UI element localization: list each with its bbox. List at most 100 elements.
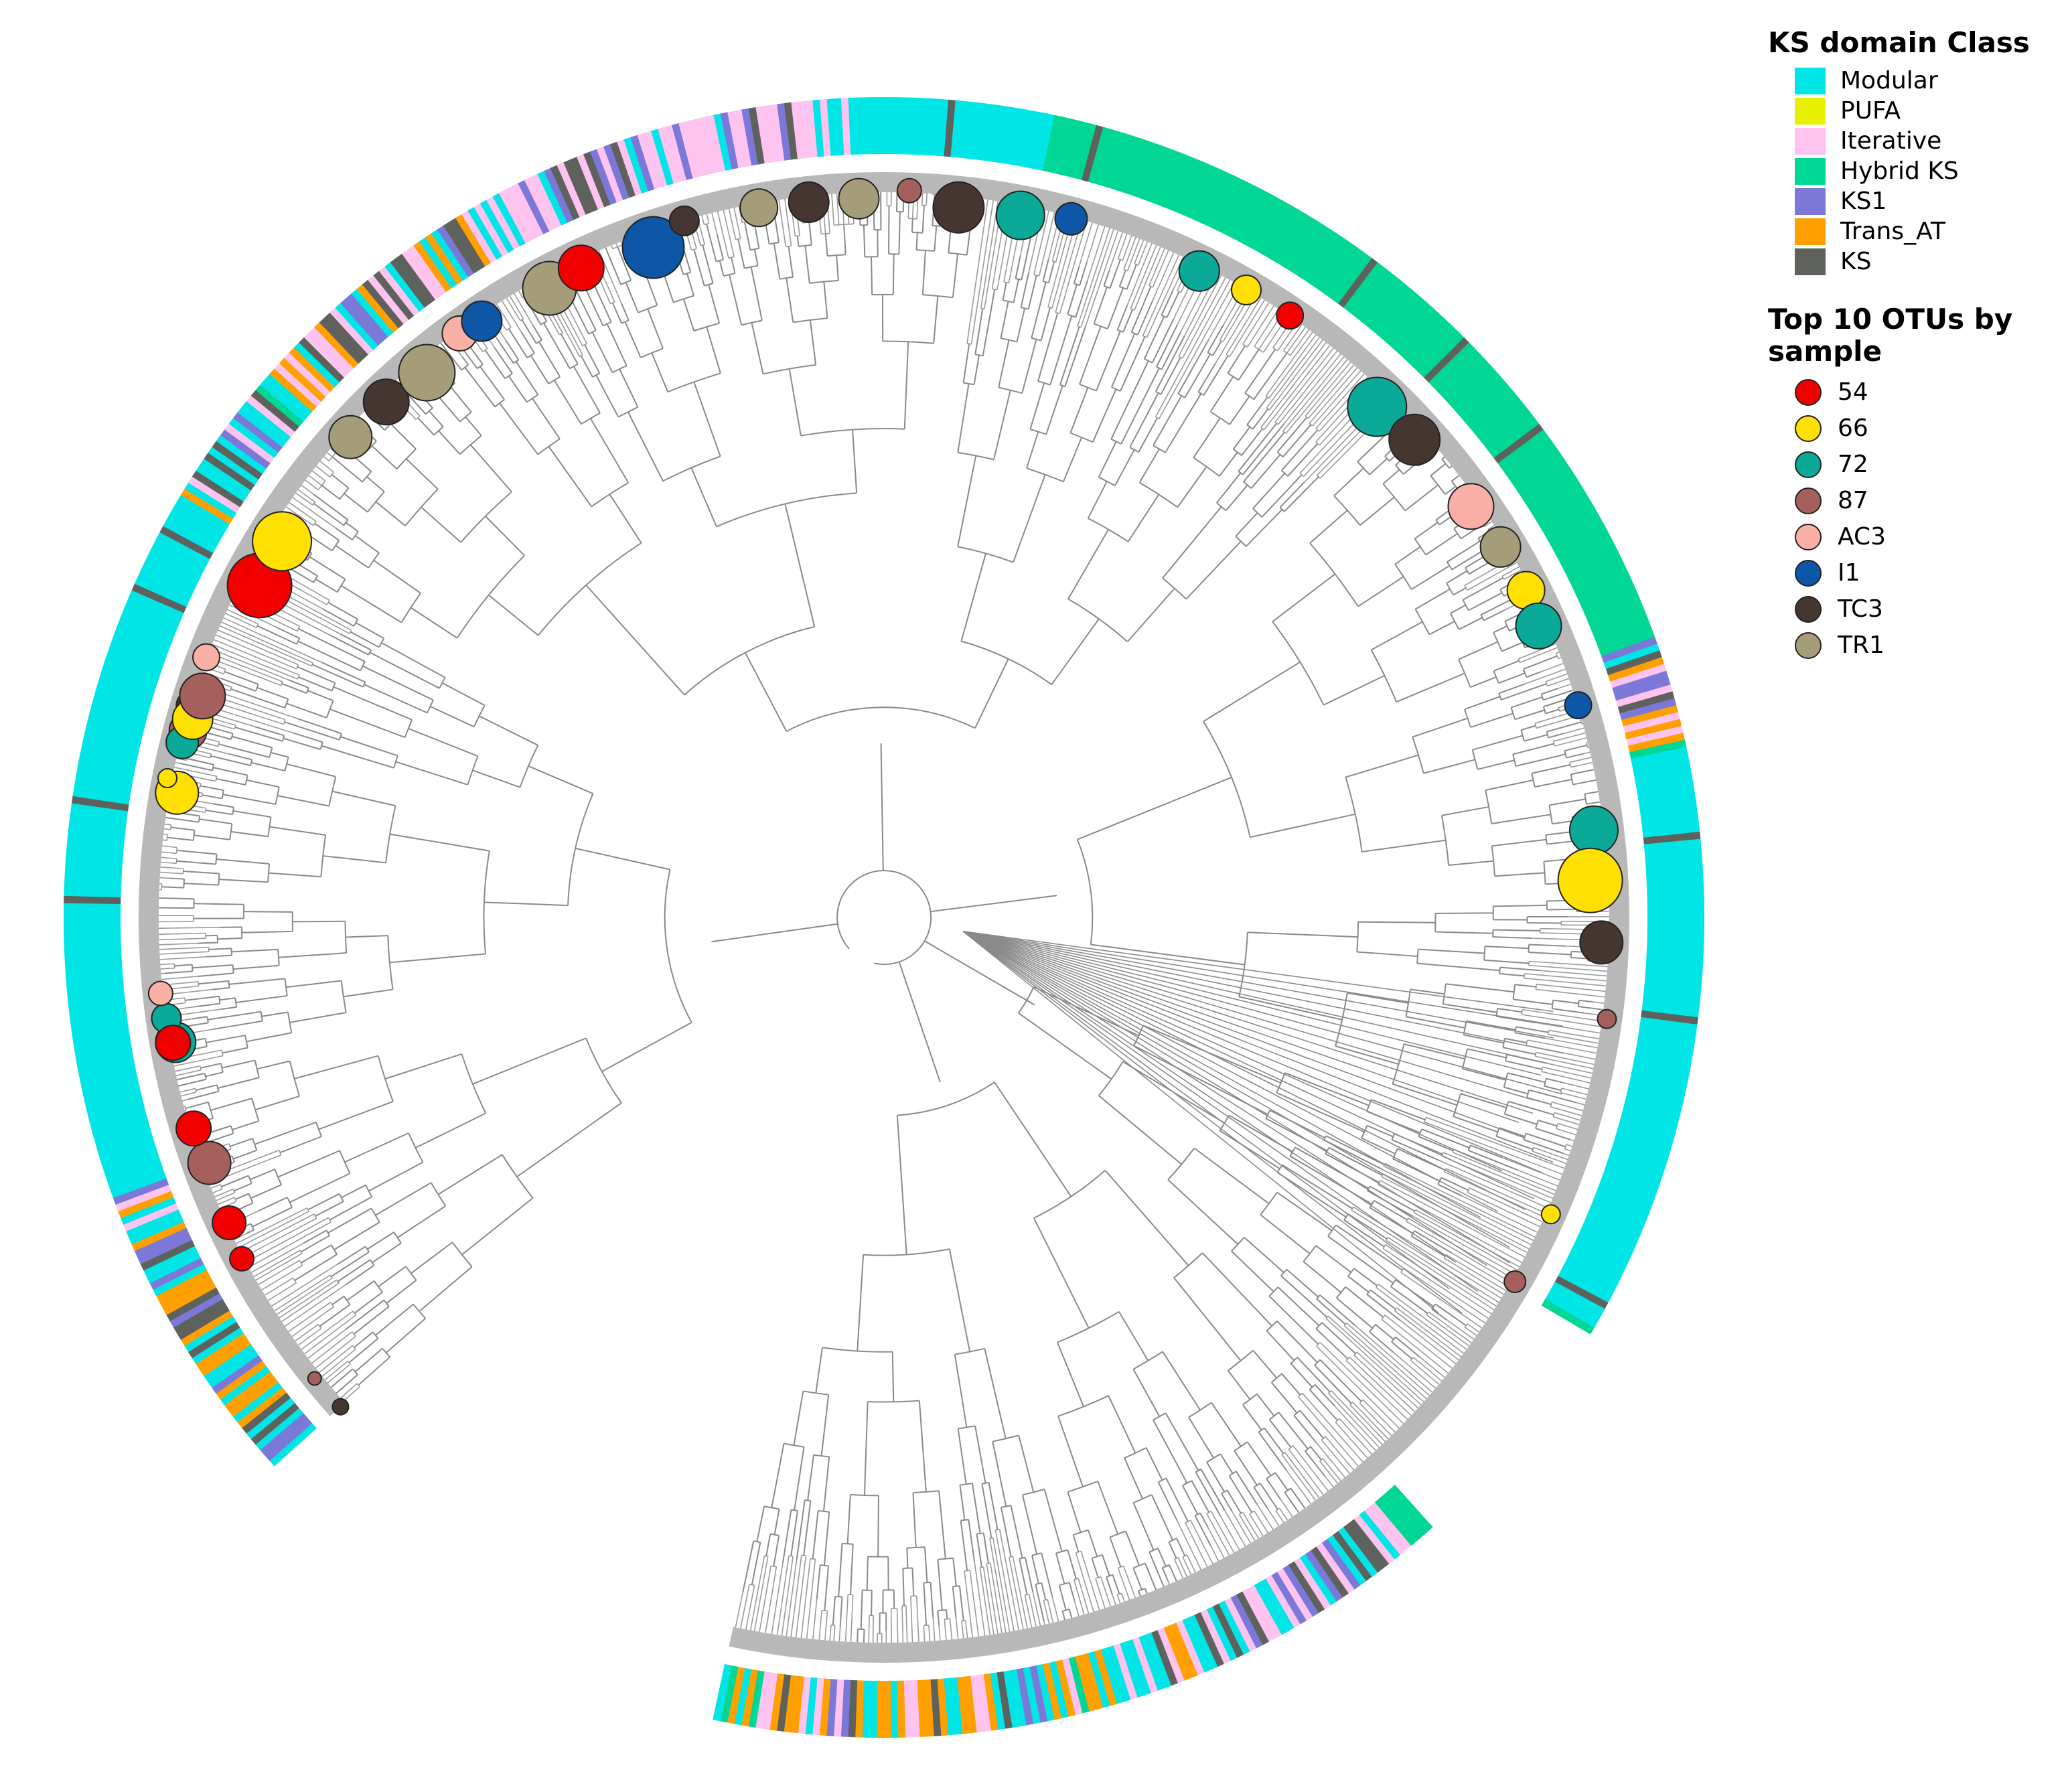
branch [921,205,925,233]
legend-swatch [1795,127,1826,155]
branch [543,322,571,369]
branch [345,522,359,532]
branch-arc [1168,1538,1177,1543]
ring-segment [812,99,825,157]
ring-segment [1442,358,1489,402]
branch-arc [1235,536,1247,547]
branch [1515,1026,1549,1033]
legend-swatch [1795,157,1826,185]
ring-segment [1293,1558,1331,1610]
branch-arc [526,352,535,359]
branch [1221,1493,1233,1512]
ring-segment [1359,275,1401,325]
leaf-branch [1382,1173,1546,1258]
otu-marker [328,415,373,459]
branch [341,1184,366,1199]
ring-segment [88,1101,145,1123]
branch-arc [1548,805,1553,824]
branch-arc [1540,694,1544,700]
branch-arc [296,664,299,670]
branch-arc [610,301,615,305]
ring-segment [1647,889,1704,899]
legend-sample-label: 54 [1838,378,1868,406]
branch-arc [1188,1402,1212,1418]
branch [222,794,276,805]
branch [1366,1294,1401,1321]
branch [1504,1113,1538,1125]
ring-segment [1610,664,1667,689]
branch [1437,1183,1463,1197]
branch-arc [218,996,221,1004]
otu-marker [932,181,985,234]
domain-class-ring [64,97,1704,1738]
ring-segment [84,1088,142,1109]
ring-segment [228,417,279,458]
ring-segment [73,1036,131,1053]
ring-segment [1642,824,1700,838]
leaf-branch [1278,336,1349,425]
ring-segment [944,99,956,157]
ring-segment [1647,923,1704,933]
ring-segment [1211,1603,1244,1659]
branch [1253,352,1288,400]
branch [839,1596,843,1628]
branch [1493,660,1520,672]
branch [200,1063,222,1069]
branch-arc [182,869,184,874]
ring-segment [70,802,129,818]
branch [1161,289,1174,316]
branch [1416,962,1500,972]
branch [1143,316,1165,360]
branch [197,942,218,944]
branch [307,690,334,702]
branch [1209,376,1234,413]
branch-arc [483,850,490,954]
branch-arc [297,674,300,680]
branch [321,485,340,500]
branch [773,1509,780,1535]
ring-segment [1042,1662,1062,1720]
branch [521,319,537,344]
branch [627,411,664,481]
otu-marker [461,300,503,342]
branch [157,897,194,900]
ring-segment [169,506,224,542]
branch [216,777,246,786]
ring-segment [64,950,122,961]
branch-arc [801,1554,806,1556]
ring-segment [64,923,121,932]
ring-segment [1094,129,1118,186]
ring-segment [149,544,204,577]
branch [1199,1512,1209,1528]
branch [609,494,642,544]
branch [354,1291,383,1314]
legend-class-item: KS [1768,246,2063,277]
ring-segment [855,1680,865,1738]
root-branch [930,895,1057,913]
ring-segment [140,1239,196,1271]
ring-segment [1048,1661,1069,1719]
ring-segment [250,1402,299,1445]
ring-segment [1384,298,1428,346]
ring-segment [269,368,317,412]
branch-arc [184,1106,187,1111]
branch [937,1610,940,1626]
ring-segment [216,1360,267,1400]
branch [508,375,528,403]
branch [1203,661,1301,723]
branch [952,253,959,298]
ring-segment [1633,1056,1691,1075]
branch-arc [1149,285,1153,288]
ring-segment [1639,803,1698,819]
ring-segment [1400,312,1445,360]
branch [221,1006,237,1010]
branch-arc [1260,427,1264,431]
branch [1045,385,1063,435]
otu-marker [1388,413,1441,466]
branch [1314,1365,1352,1404]
branch [744,652,788,732]
branch [1499,1127,1526,1138]
fan-branch [962,931,1526,1139]
ring-segment [303,331,350,378]
branch-arc [220,1063,224,1073]
